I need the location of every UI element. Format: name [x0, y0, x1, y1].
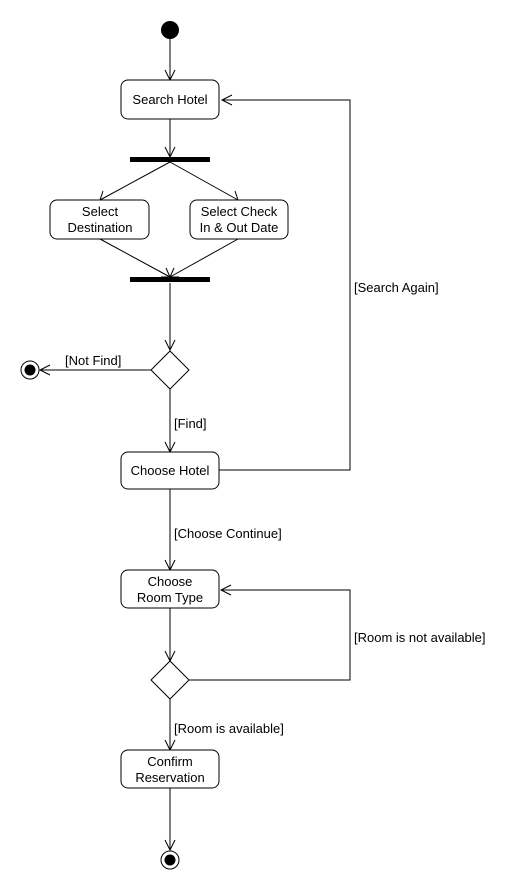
decision-room-available: [150, 660, 190, 700]
arrowhead: [220, 94, 233, 106]
edge-destination-join: [99, 238, 171, 278]
action-label: Select Check: [201, 204, 278, 219]
guard-search-again: [Search Again]: [354, 280, 439, 295]
edge-search-again-loop: [219, 99, 351, 471]
join-bar: [130, 277, 210, 282]
guard-not-find: [Not Find]: [65, 353, 121, 368]
action-choose-hotel: Choose Hotel: [120, 451, 220, 490]
action-choose-room-type: Choose Room Type: [120, 569, 220, 609]
edge-dates-join: [169, 238, 239, 278]
action-label: Room Type: [137, 590, 203, 605]
action-label: Select: [82, 204, 119, 219]
action-label: In & Out Date: [200, 220, 279, 235]
edge-not-available-loop: [189, 589, 351, 681]
arrowhead: [164, 339, 176, 352]
edges: [38, 39, 351, 852]
guard-room-available: [Room is available]: [174, 721, 284, 736]
final-node-end: [160, 850, 180, 870]
action-label: Search Hotel: [132, 92, 207, 107]
action-label: Choose Hotel: [131, 463, 210, 478]
action-label: Reservation: [135, 770, 204, 785]
edge-fork-dates: [169, 161, 239, 201]
action-label: Confirm: [147, 754, 193, 769]
arrowhead: [164, 839, 176, 852]
arrowhead: [38, 364, 51, 376]
action-label: Choose: [148, 574, 193, 589]
action-select-destination: Select Destination: [49, 199, 150, 240]
arrowhead: [219, 584, 232, 596]
decision-found: [150, 350, 190, 390]
initial-node: [161, 21, 179, 39]
final-node-not-find: [20, 360, 40, 380]
action-confirm-reservation: Confirm Reservation: [120, 749, 220, 789]
fork-bar: [130, 157, 210, 162]
action-search-hotel: Search Hotel: [120, 79, 220, 120]
edge-fork-destination: [99, 161, 171, 201]
guard-choose-continue: [Choose Continue]: [174, 526, 282, 541]
action-label: Destination: [67, 220, 132, 235]
guard-find: [Find]: [174, 416, 207, 431]
guard-room-not-available: [Room is not available]: [354, 630, 486, 645]
action-select-dates: Select Check In & Out Date: [189, 199, 289, 240]
